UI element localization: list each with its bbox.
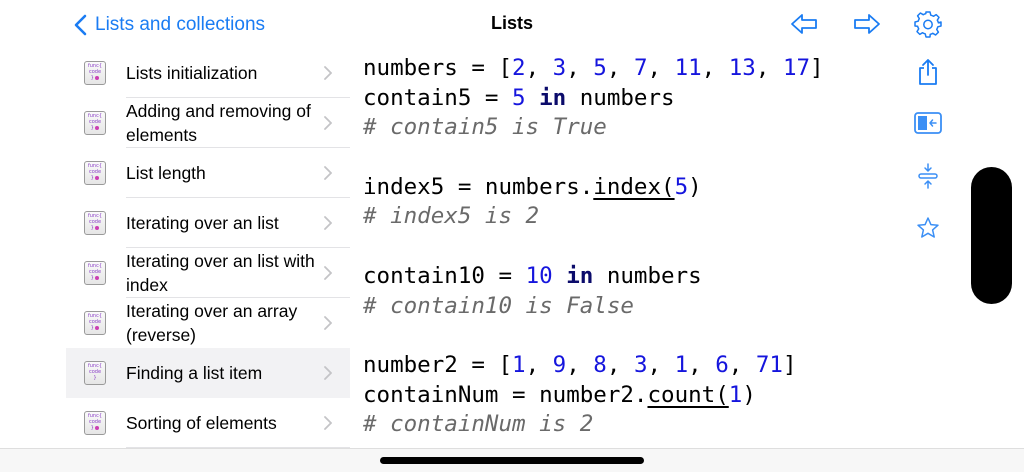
list-item-label: Iterating over an array (reverse) (126, 301, 298, 345)
code-line: # contain10 is False (363, 292, 634, 319)
code-line: # contain5 is True (363, 114, 607, 141)
share-icon (919, 59, 937, 85)
chevron-right-icon (324, 116, 332, 130)
chevron-right-icon (324, 416, 332, 430)
func-code-icon: func{code} (84, 361, 106, 385)
list-item-label: List length (126, 163, 206, 183)
chevron-right-icon (324, 316, 332, 330)
code-line (363, 321, 824, 351)
code-line: # index5 is 2 (363, 203, 540, 230)
divider (126, 447, 350, 448)
share-button[interactable] (913, 57, 943, 87)
collapse-button[interactable] (913, 161, 943, 191)
sidebar-toggle-icon (914, 112, 942, 134)
settings-button[interactable] (913, 9, 943, 39)
list-item-label: Iterating over an list with index (126, 251, 315, 295)
chevron-left-icon (74, 14, 87, 36)
code-line: number2 = [1, 9, 8, 3, 1, 6, 71] (363, 351, 797, 378)
home-indicator[interactable] (380, 457, 644, 464)
func-code-icon: func{code} (84, 311, 106, 335)
func-code-icon: func{code} (84, 411, 106, 435)
topic-list: func{code} Lists initialization func{cod… (66, 48, 350, 448)
favorite-button[interactable] (913, 213, 943, 243)
list-item-label: Adding and removing of elements (126, 101, 311, 145)
func-code-icon: func{code} (84, 61, 106, 85)
func-code-icon: func{code} (84, 111, 106, 135)
divider (126, 247, 350, 248)
code-line: index5 = numbers.index(5) (363, 173, 702, 200)
list-item-lists-initialization[interactable]: func{code} Lists initialization (66, 48, 350, 98)
divider (126, 147, 350, 148)
chevron-right-icon (324, 216, 332, 230)
back-arrow-icon (791, 14, 817, 34)
code-line: containNum = number2.count(1) (363, 381, 756, 408)
forward-arrow-icon (854, 14, 880, 34)
list-item-label: Iterating over an list (126, 213, 279, 233)
func-code-icon: func{code} (84, 261, 106, 285)
next-button[interactable] (852, 9, 882, 39)
page-title: Lists (490, 13, 533, 33)
code-line (363, 232, 824, 262)
chevron-right-icon (324, 366, 332, 380)
list-item-label: Lists initialization (126, 63, 258, 83)
list-item-finding-item[interactable]: func{code} Finding a list item (66, 348, 350, 398)
chevron-right-icon (324, 66, 332, 80)
list-item-iterating-reverse[interactable]: func{code} Iterating over an array (reve… (66, 298, 350, 348)
list-item-iterating-with-index[interactable]: func{code} Iterating over an list with i… (66, 248, 350, 298)
code-line (363, 143, 824, 173)
code-line: contain10 = 10 in numbers (363, 262, 702, 289)
chevron-right-icon (324, 166, 332, 180)
code-line: numbers = [2, 3, 5, 7, 11, 13, 17] (363, 55, 824, 81)
collapse-icon (918, 163, 938, 189)
code-line: # containNum is 2 (363, 411, 594, 438)
list-item-iterating[interactable]: func{code} Iterating over an list (66, 198, 350, 248)
scroll-handle[interactable] (971, 167, 1012, 304)
func-code-icon: func{code} (84, 161, 106, 185)
list-item-sorting[interactable]: func{code} Sorting of elements (66, 398, 350, 448)
list-item-adding-removing[interactable]: func{code} Adding and removing of elemen… (66, 98, 350, 148)
star-icon (917, 217, 939, 238)
back-button-label: Lists and collections (95, 14, 266, 35)
chevron-right-icon (324, 266, 332, 280)
func-code-icon: func{code} (84, 211, 106, 235)
divider (126, 97, 350, 98)
previous-button[interactable] (789, 9, 819, 39)
list-item-label: Sorting of elements (126, 413, 277, 433)
list-item-label: Finding a list item (126, 363, 263, 383)
code-view: numbers = [2, 3, 5, 7, 11, 13, 17] contai… (363, 54, 824, 440)
back-button[interactable]: Lists and collections (74, 11, 265, 39)
gear-icon (914, 11, 942, 38)
toggle-sidebar-button[interactable] (913, 108, 943, 138)
divider (126, 197, 350, 198)
code-line: contain5 = 5 in numbers (363, 84, 675, 111)
list-item-list-length[interactable]: func{code} List length (66, 148, 350, 198)
divider (126, 297, 350, 298)
